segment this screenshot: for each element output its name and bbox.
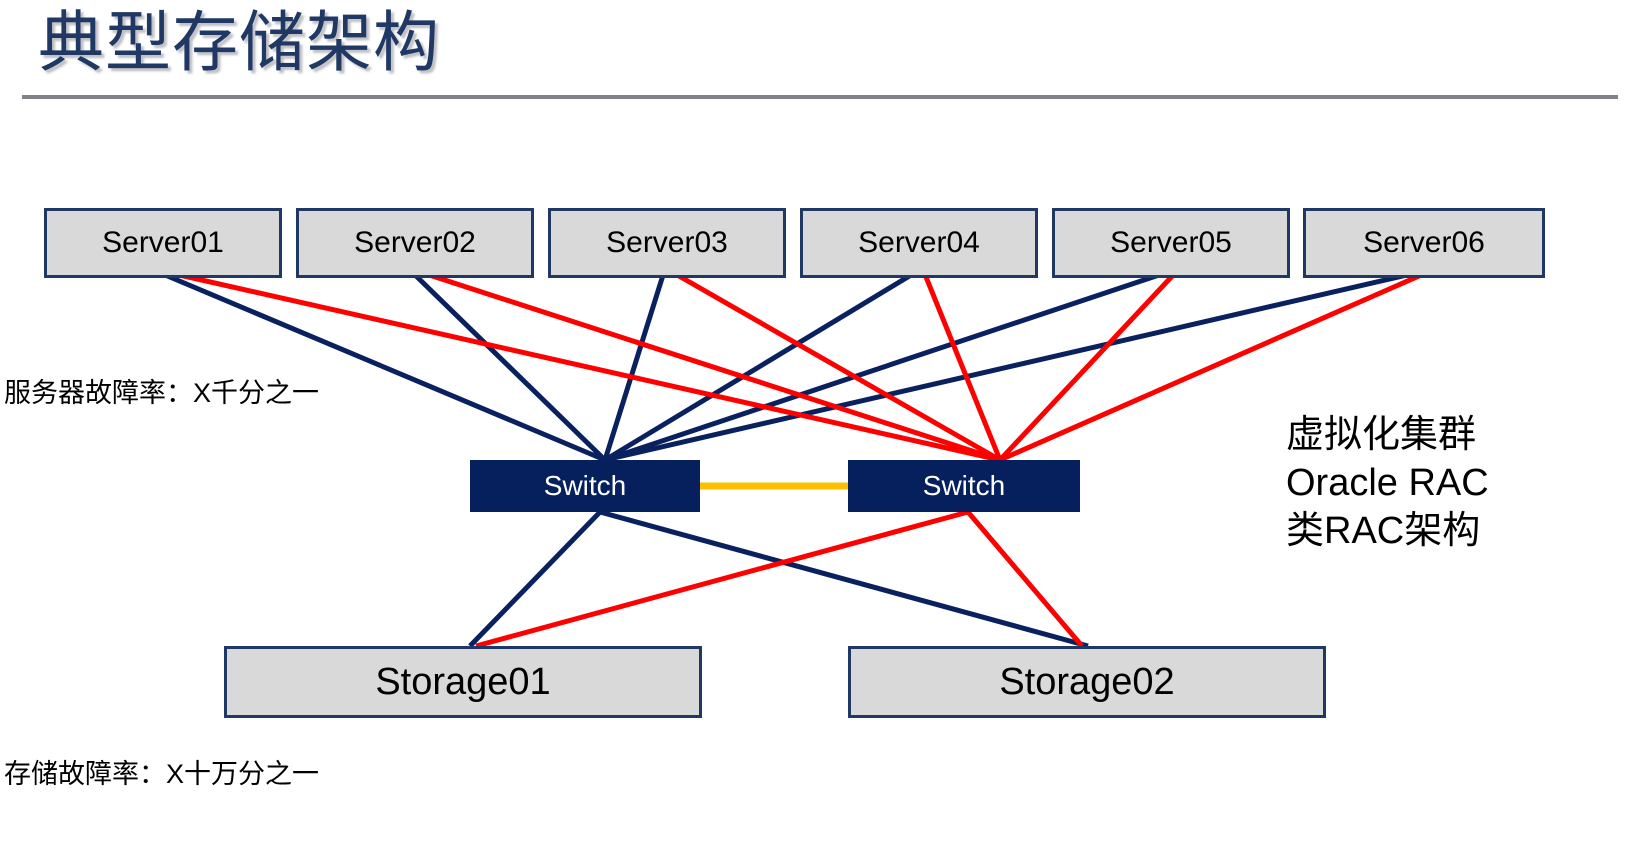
link-server-to-switch-a — [410, 270, 607, 462]
server-failure-rate-note: 服务器故障率：X千分之一 — [4, 378, 320, 408]
storage-node-label: Storage01 — [375, 660, 551, 703]
storage-node-storage01[interactable]: Storage01 — [224, 646, 702, 718]
switch-node-label: Switch — [922, 470, 1006, 501]
cluster-note: 虚拟化集群 Oracle RAC 类RAC架构 — [1286, 411, 1489, 555]
link-server-to-switch-b — [670, 269, 1002, 463]
server-node-server01[interactable]: Server01 — [44, 208, 282, 278]
server-node-server04[interactable]: Server04 — [800, 208, 1038, 278]
cluster-note-line-3: 类RAC架构 — [1286, 510, 1481, 552]
server-node-server06[interactable]: Server06 — [1303, 208, 1545, 278]
server-node-label: Server02 — [354, 226, 476, 259]
server-node-server05[interactable]: Server05 — [1052, 208, 1290, 278]
link-server-to-switch-a — [604, 269, 1421, 463]
switch-node-1[interactable]: Switch — [470, 460, 700, 512]
link-server-to-switch-a — [157, 269, 606, 463]
link-server-to-switch-b — [998, 270, 1178, 462]
link-server-to-switch-b — [419, 269, 1001, 463]
switch-node-label: Switch — [543, 470, 627, 501]
link-switch-to-storage — [599, 509, 1089, 649]
link-server-to-switch-a — [602, 271, 667, 461]
cluster-note-line-2: Oracle RAC — [1286, 462, 1489, 504]
server-node-label: Server05 — [1110, 226, 1232, 259]
storage-node-storage02[interactable]: Storage02 — [848, 646, 1326, 718]
link-server-to-switch-a — [604, 269, 1169, 463]
storage-node-label: Storage02 — [999, 660, 1175, 703]
page-title: 典型存储架构 — [38, 5, 440, 79]
switch-node-2[interactable]: Switch — [848, 460, 1080, 512]
link-switch-to-storage — [468, 510, 602, 648]
server-node-label: Server01 — [102, 226, 224, 259]
server-node-server03[interactable]: Server03 — [548, 208, 786, 278]
link-switch-to-storage — [475, 509, 969, 649]
link-switch-to-storage — [966, 510, 1084, 648]
link-server-to-switch-b — [998, 269, 1430, 463]
link-server-to-switch-b — [165, 269, 1001, 463]
server-node-server02[interactable]: Server02 — [296, 208, 534, 278]
server-node-label: Server04 — [858, 226, 980, 259]
title-divider — [22, 95, 1618, 99]
link-server-to-switch-b — [921, 271, 1003, 461]
server-node-label: Server06 — [1363, 226, 1485, 259]
cluster-note-line-1: 虚拟化集群 — [1286, 414, 1477, 456]
storage-failure-rate-note: 存储故障率：X十万分之一 — [4, 759, 320, 789]
server-node-label: Server03 — [606, 226, 728, 259]
link-server-to-switch-a — [603, 269, 918, 463]
